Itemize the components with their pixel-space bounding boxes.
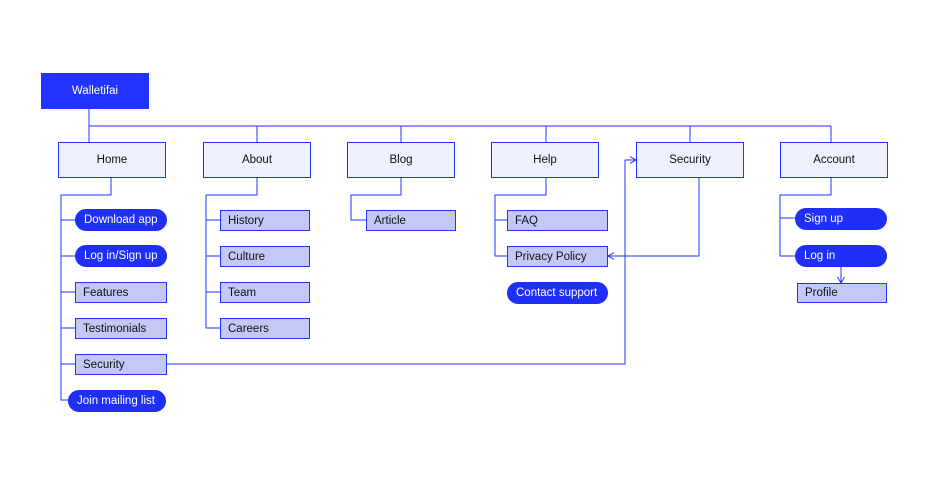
help-privacy-policy-label: Privacy Policy xyxy=(515,250,587,263)
home-join-mailing-list-label: Join mailing list xyxy=(77,395,155,407)
account-sign-up[interactable]: Sign up xyxy=(795,208,887,230)
section-blog-label: Blog xyxy=(389,154,413,166)
help-contact-support-label: Contact support xyxy=(516,287,598,299)
home-features[interactable]: Features xyxy=(75,282,167,303)
about-culture[interactable]: Culture xyxy=(220,246,310,267)
home-login-signup-label: Log in/Sign up xyxy=(84,250,158,262)
home-download-app-label: Download app xyxy=(84,214,158,226)
about-connector xyxy=(205,178,258,329)
account-connector xyxy=(779,178,832,257)
home-security-label: Security xyxy=(83,358,125,371)
help-contact-support[interactable]: Contact support xyxy=(507,282,608,304)
section-about[interactable]: About xyxy=(203,142,311,178)
account-profile[interactable]: Profile xyxy=(797,283,887,303)
section-account[interactable]: Account xyxy=(780,142,888,178)
help-privacy-policy[interactable]: Privacy Policy xyxy=(507,246,608,267)
home-download-app[interactable]: Download app xyxy=(75,209,167,231)
blog-article[interactable]: Article xyxy=(366,210,456,231)
home-join-mailing-list[interactable]: Join mailing list xyxy=(68,390,166,412)
about-team[interactable]: Team xyxy=(220,282,310,303)
home-testimonials[interactable]: Testimonials xyxy=(75,318,167,339)
root-label: Walletifai xyxy=(71,85,119,97)
account-sign-up-label: Sign up xyxy=(804,213,844,225)
about-history-label: History xyxy=(228,214,264,227)
help-faq[interactable]: FAQ xyxy=(507,210,608,231)
section-help[interactable]: Help xyxy=(491,142,599,178)
account-log-in-label: Log in xyxy=(804,250,836,262)
section-about-label: About xyxy=(241,154,273,166)
section-home-label: Home xyxy=(96,154,128,166)
about-careers[interactable]: Careers xyxy=(220,318,310,339)
home-login-signup[interactable]: Log in/Sign up xyxy=(75,245,167,267)
home-features-label: Features xyxy=(83,286,129,299)
home-testimonials-label: Testimonials xyxy=(83,322,147,335)
help-connector xyxy=(494,178,547,257)
home-security-to-security-link xyxy=(166,160,636,365)
home-security[interactable]: Security xyxy=(75,354,167,375)
section-account-label: Account xyxy=(813,154,855,166)
help-faq-label: FAQ xyxy=(515,214,539,227)
section-security-label: Security xyxy=(669,154,711,166)
about-team-label: Team xyxy=(228,286,257,299)
home-connector xyxy=(60,178,112,401)
blog-connector xyxy=(350,178,402,221)
section-help-label: Help xyxy=(533,154,557,166)
about-careers-label: Careers xyxy=(228,322,269,335)
about-history[interactable]: History xyxy=(220,210,310,231)
security-to-privacy-link xyxy=(608,178,700,256)
root-node[interactable]: Walletifai xyxy=(41,73,149,109)
account-log-in[interactable]: Log in xyxy=(795,245,887,267)
account-profile-label: Profile xyxy=(805,287,838,299)
blog-article-label: Article xyxy=(374,214,406,227)
section-security[interactable]: Security xyxy=(636,142,744,178)
section-blog[interactable]: Blog xyxy=(347,142,455,178)
about-culture-label: Culture xyxy=(228,250,266,263)
section-home[interactable]: Home xyxy=(58,142,166,178)
